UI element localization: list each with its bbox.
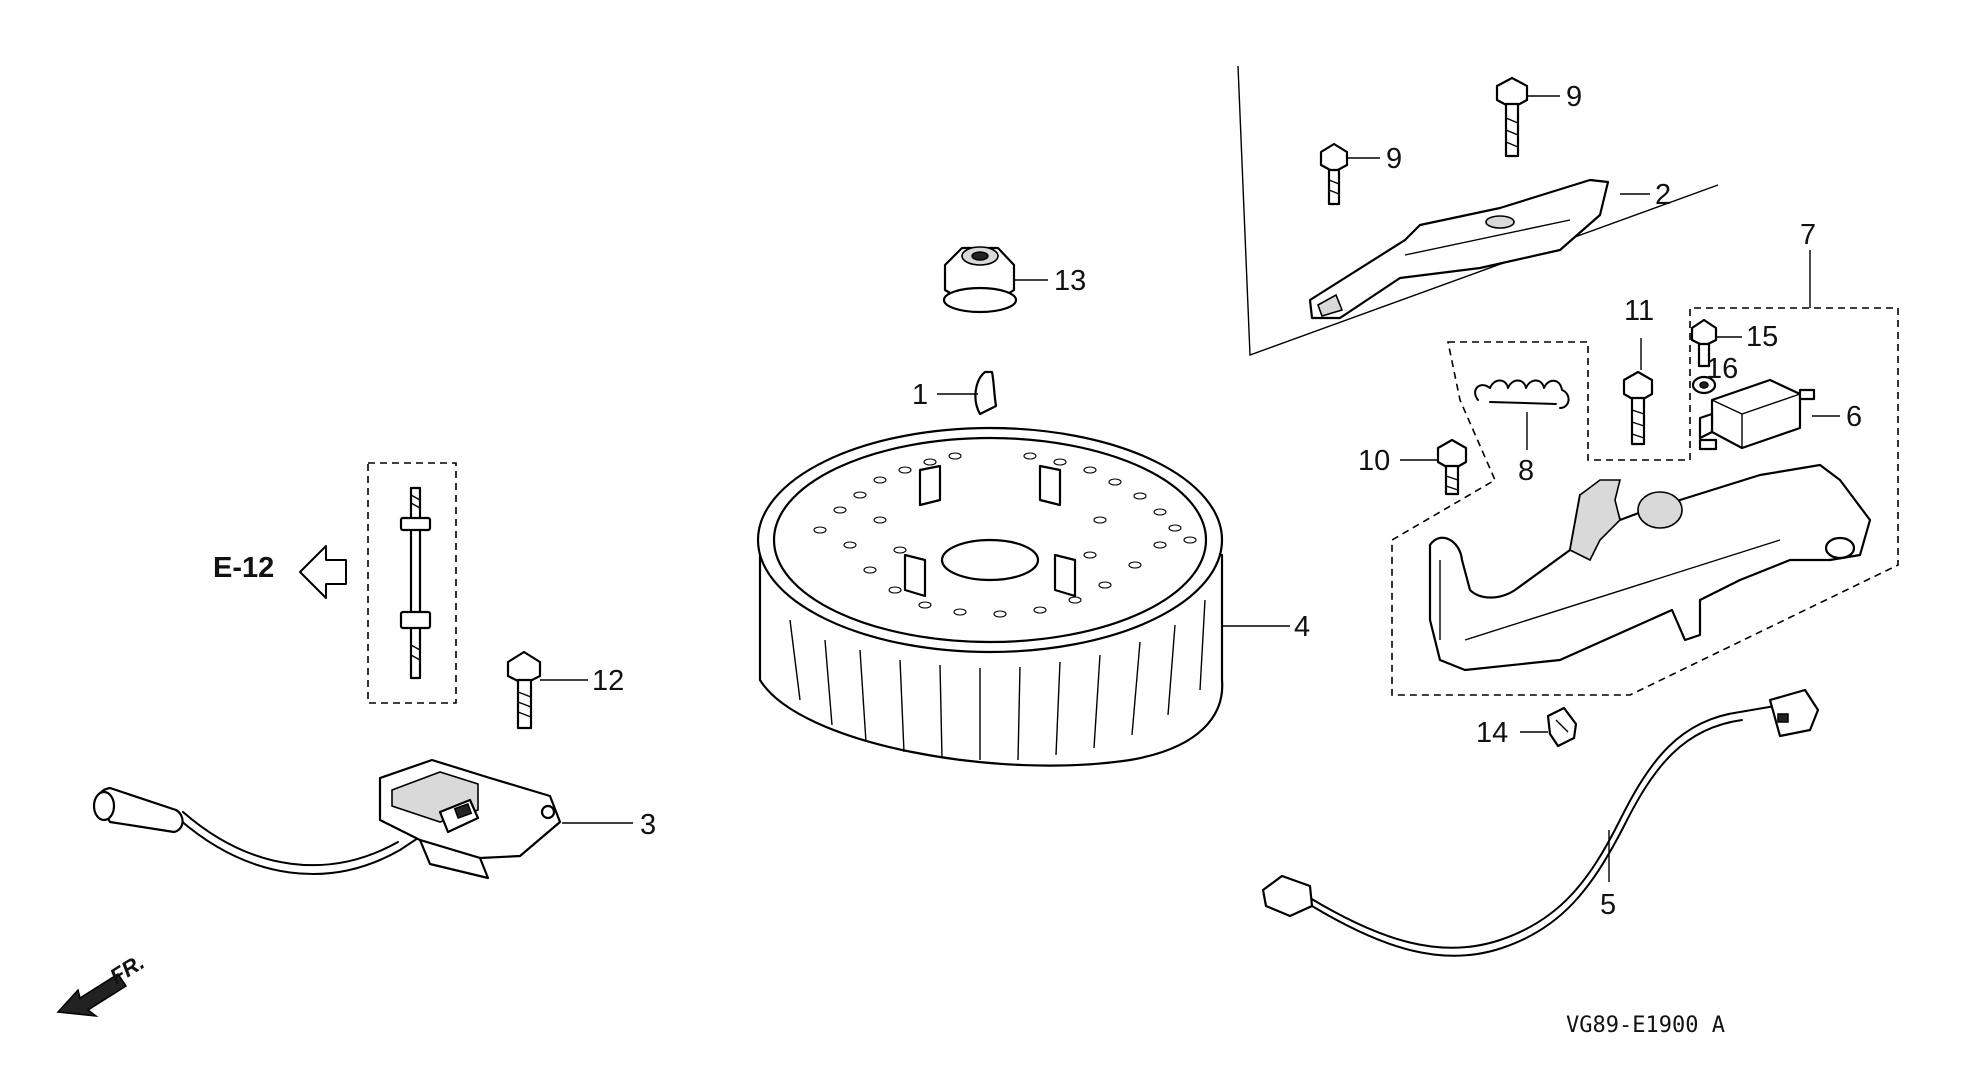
spring-8-icon: [1474, 379, 1570, 409]
stop-wire-5-icon: [1261, 688, 1820, 957]
flywheel-fins: [789, 599, 1206, 761]
callout-16: 16: [1706, 353, 1738, 385]
bolt-9-upper-icon: [1495, 76, 1529, 158]
front-arrow-icon: [56, 972, 128, 1018]
callout-5: 5: [1600, 889, 1616, 921]
woodruff-key-1-icon: [974, 370, 998, 416]
washer-16-icon: [1691, 375, 1717, 395]
callout-13: 13: [1054, 265, 1086, 297]
bolt-10-icon: [1436, 438, 1468, 496]
callout-15: 15: [1746, 321, 1778, 353]
callout-11: 11: [1624, 295, 1654, 327]
ignition-coil-icon: [92, 758, 562, 880]
callout-10: 10: [1358, 445, 1390, 477]
flange-nut-13-icon: [942, 246, 1018, 314]
flywheel-icon: [756, 426, 1224, 767]
flange-bolt-12-icon: [506, 650, 542, 730]
callout-3: 3: [640, 809, 656, 841]
leader-lines: [540, 95, 1840, 882]
brake-bracket-7-icon: [1428, 463, 1872, 672]
callout-6: 6: [1846, 401, 1862, 433]
callouts: 1 2 3 4 5 6 7 8 9 9 10 11 12 13 14 15 16: [592, 81, 1862, 921]
ref-page-label: E-12: [213, 552, 274, 584]
callout-8: 8: [1518, 455, 1534, 487]
callout-4: 4: [1294, 611, 1310, 643]
callout-2: 2: [1655, 179, 1671, 211]
bolt-9-lower-icon: [1319, 142, 1349, 206]
upper-assembly-group: [1237, 65, 1719, 356]
bolt-11-icon: [1622, 370, 1654, 446]
front-direction-indicator: FR.: [56, 949, 149, 1018]
callout-9b: 9: [1386, 143, 1402, 175]
switch-6-icon: [1698, 378, 1816, 451]
stud-bolt-box: [367, 462, 457, 704]
stud-bolt-icon: [399, 486, 432, 680]
flywheel-holes: [813, 452, 1197, 618]
callout-12: 12: [592, 665, 624, 697]
callout-7: 7: [1800, 219, 1816, 251]
reference-arrow[interactable]: E-12: [213, 545, 347, 599]
callout-14: 14: [1476, 717, 1508, 749]
callout-1: 1: [912, 379, 928, 411]
bolt-15-icon: [1690, 318, 1718, 368]
left-arrow-icon: [299, 545, 347, 599]
callout-9a: 9: [1566, 81, 1582, 113]
diagram-code: VG89-E1900 A: [1566, 1013, 1725, 1038]
stud-bolt-group: [367, 462, 457, 704]
brake-arm-2-icon: [1308, 178, 1610, 320]
lower-assembly-group: [1391, 307, 1899, 748]
clip-14-icon: [1546, 706, 1578, 748]
